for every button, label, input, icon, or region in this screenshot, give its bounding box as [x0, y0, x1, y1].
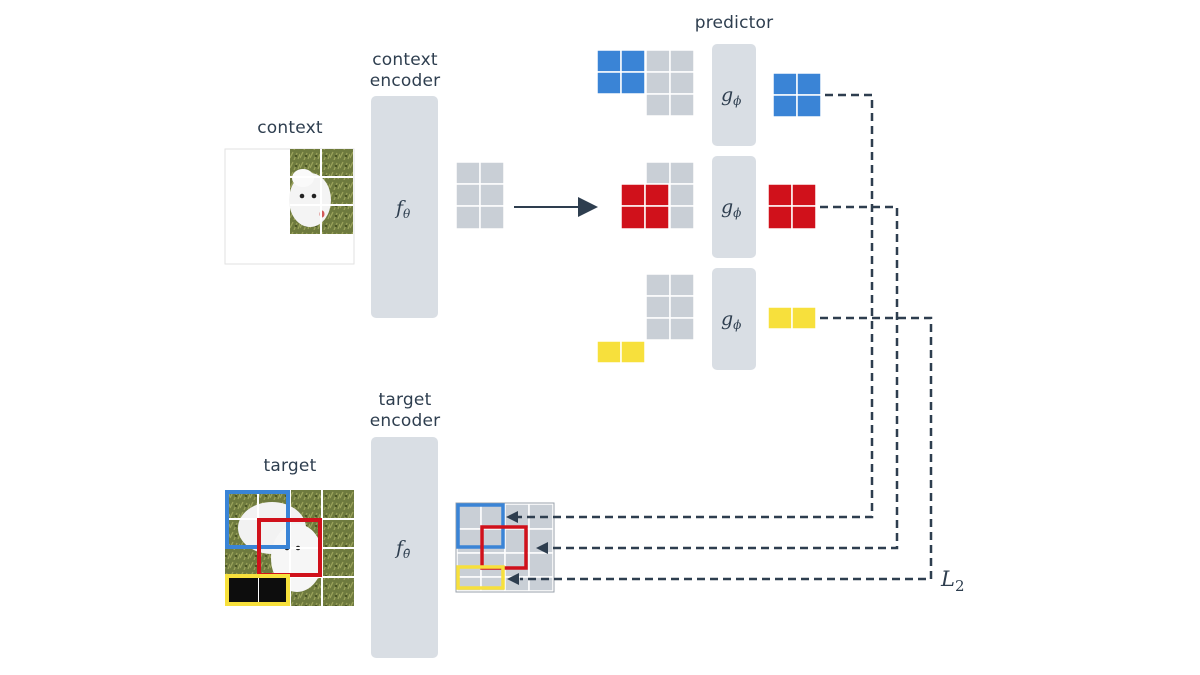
context-encoder-fn: fθ	[394, 197, 411, 221]
loss-line-yellow	[520, 316, 933, 581]
target-encoder-label-line1: target	[378, 390, 432, 410]
target-encoder-block	[371, 437, 438, 658]
predictor-fn-yellow: gϕ	[721, 308, 741, 332]
predictor-output-blue	[772, 72, 822, 118]
context-encoder-block	[371, 96, 438, 318]
context-label: context	[257, 118, 323, 138]
loss-arrowhead-red	[536, 542, 548, 554]
context-encoder-label-line2: encoder	[369, 71, 441, 91]
predictor-input-blue	[596, 49, 695, 117]
loss-label: L2	[940, 567, 965, 595]
predictor-block-yellow	[712, 268, 756, 370]
context-encoder-label-line1: context	[372, 50, 438, 70]
target-label: target	[263, 456, 317, 476]
loss-arrowhead-blue	[506, 511, 518, 523]
context-image	[224, 148, 355, 265]
loss-arrowhead-yellow	[507, 573, 519, 585]
target-rep-yellow-box	[456, 565, 505, 590]
predictor-input-red	[620, 161, 695, 230]
predictor-output-yellow	[767, 306, 817, 330]
predictor-input-yellow	[596, 273, 695, 364]
target-encoder-label-line2: encoder	[369, 411, 441, 431]
predictor-block-blue	[712, 44, 756, 146]
target-encoder-fn: fθ̄	[394, 537, 411, 561]
predictor-fn-red: gϕ	[721, 196, 741, 220]
predictor-block-red	[712, 156, 756, 258]
context-representation	[455, 161, 505, 230]
loss-line-red	[547, 205, 899, 550]
predictor-label: predictor	[694, 13, 774, 33]
target-yellow-box	[225, 574, 290, 606]
predictor-output-red	[767, 183, 817, 230]
predictor-fn-blue: gϕ	[721, 84, 741, 108]
